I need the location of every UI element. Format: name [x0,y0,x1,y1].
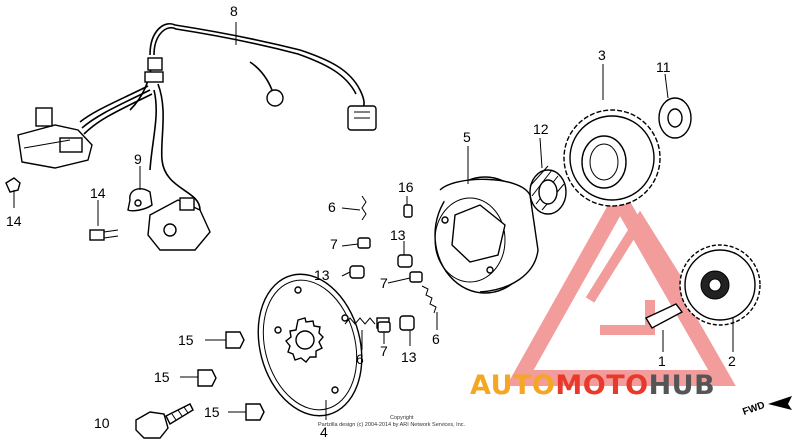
forward-direction-arrow: FWD [741,396,792,418]
copyright-line1: Copyright [390,415,414,421]
brand-logo: AUTOMOTOHUB [470,370,715,401]
callout-6-right: 6 [432,331,440,347]
spring-6-top [341,195,367,221]
fwd-label: FWD [741,400,766,418]
pin-16 [403,204,413,218]
bolt-15-mid [180,369,217,387]
callout-7-b: 7 [380,275,388,291]
roller-13-a [349,265,365,279]
callout-10: 10 [94,415,110,431]
callout-14-left: 14 [6,213,22,229]
callout-13-b: 13 [390,227,406,243]
arrow-icon [768,396,792,410]
wiring-harness [79,23,377,211]
plunger-7-a [357,237,371,249]
callout-7-c: 7 [380,343,388,359]
spring-6-right [421,285,437,314]
roller-13-c [399,315,415,331]
callout-11: 11 [656,59,671,75]
plunger-7-b [409,271,423,283]
bolt-10 [135,403,194,439]
watermark-logo [506,183,736,386]
idle-gear-shaft [645,303,684,329]
logo-moto: MOTO [555,370,648,401]
callout-15-mid: 15 [154,369,170,385]
callout-6-top: 6 [328,199,336,215]
starter-driven-gear [563,109,661,207]
callout-13-c: 13 [401,349,417,365]
callout-6-mid: 6 [356,351,364,367]
screw-14-left [5,177,21,193]
bolt-15-top [205,331,245,349]
starter-clutch-outer [434,176,539,294]
svg-text:AUTOMOTOHUB: AUTOMOTOHUB [470,370,715,401]
pulse-generator [147,197,211,251]
callout-3: 3 [598,47,606,63]
thrust-washer [658,97,692,139]
copyright-line2: Partzilla design (c) 2004-2014 by ARI Ne… [318,422,466,428]
roller-13-b [397,254,413,268]
callout-16: 16 [398,179,414,195]
callout-15-bottom: 15 [204,404,220,420]
callout-7-a: 7 [330,236,338,252]
needle-bearing [529,165,567,215]
connector-block [17,107,93,169]
callout-5: 5 [463,129,471,145]
bolt-15-bottom [228,403,265,421]
logo-hub: HUB [649,370,716,401]
callout-14-mid: 14 [90,185,106,201]
callout-1: 1 [658,353,666,369]
screw-14-mid [89,229,119,241]
callout-8: 8 [230,3,238,19]
logo-auto: AUTO [470,370,555,401]
callout-13-a: 13 [314,267,330,283]
callout-12: 12 [533,121,549,137]
leader-lines [13,22,734,420]
starter-clutch-plate [257,273,363,417]
callout-9: 9 [134,151,142,167]
starter-idle-gear [679,244,761,326]
callout-4: 4 [320,424,328,440]
wire-clamp [127,188,153,212]
callout-2: 2 [728,353,736,369]
callout-15-top: 15 [178,332,194,348]
callout-labels: 8 3 11 12 5 9 16 14 6 14 13 7 13 7 15 7 … [6,3,736,440]
copyright-notice: Copyright Partzilla design (c) 2004-2014… [318,415,466,428]
plunger-7-c [377,321,391,333]
